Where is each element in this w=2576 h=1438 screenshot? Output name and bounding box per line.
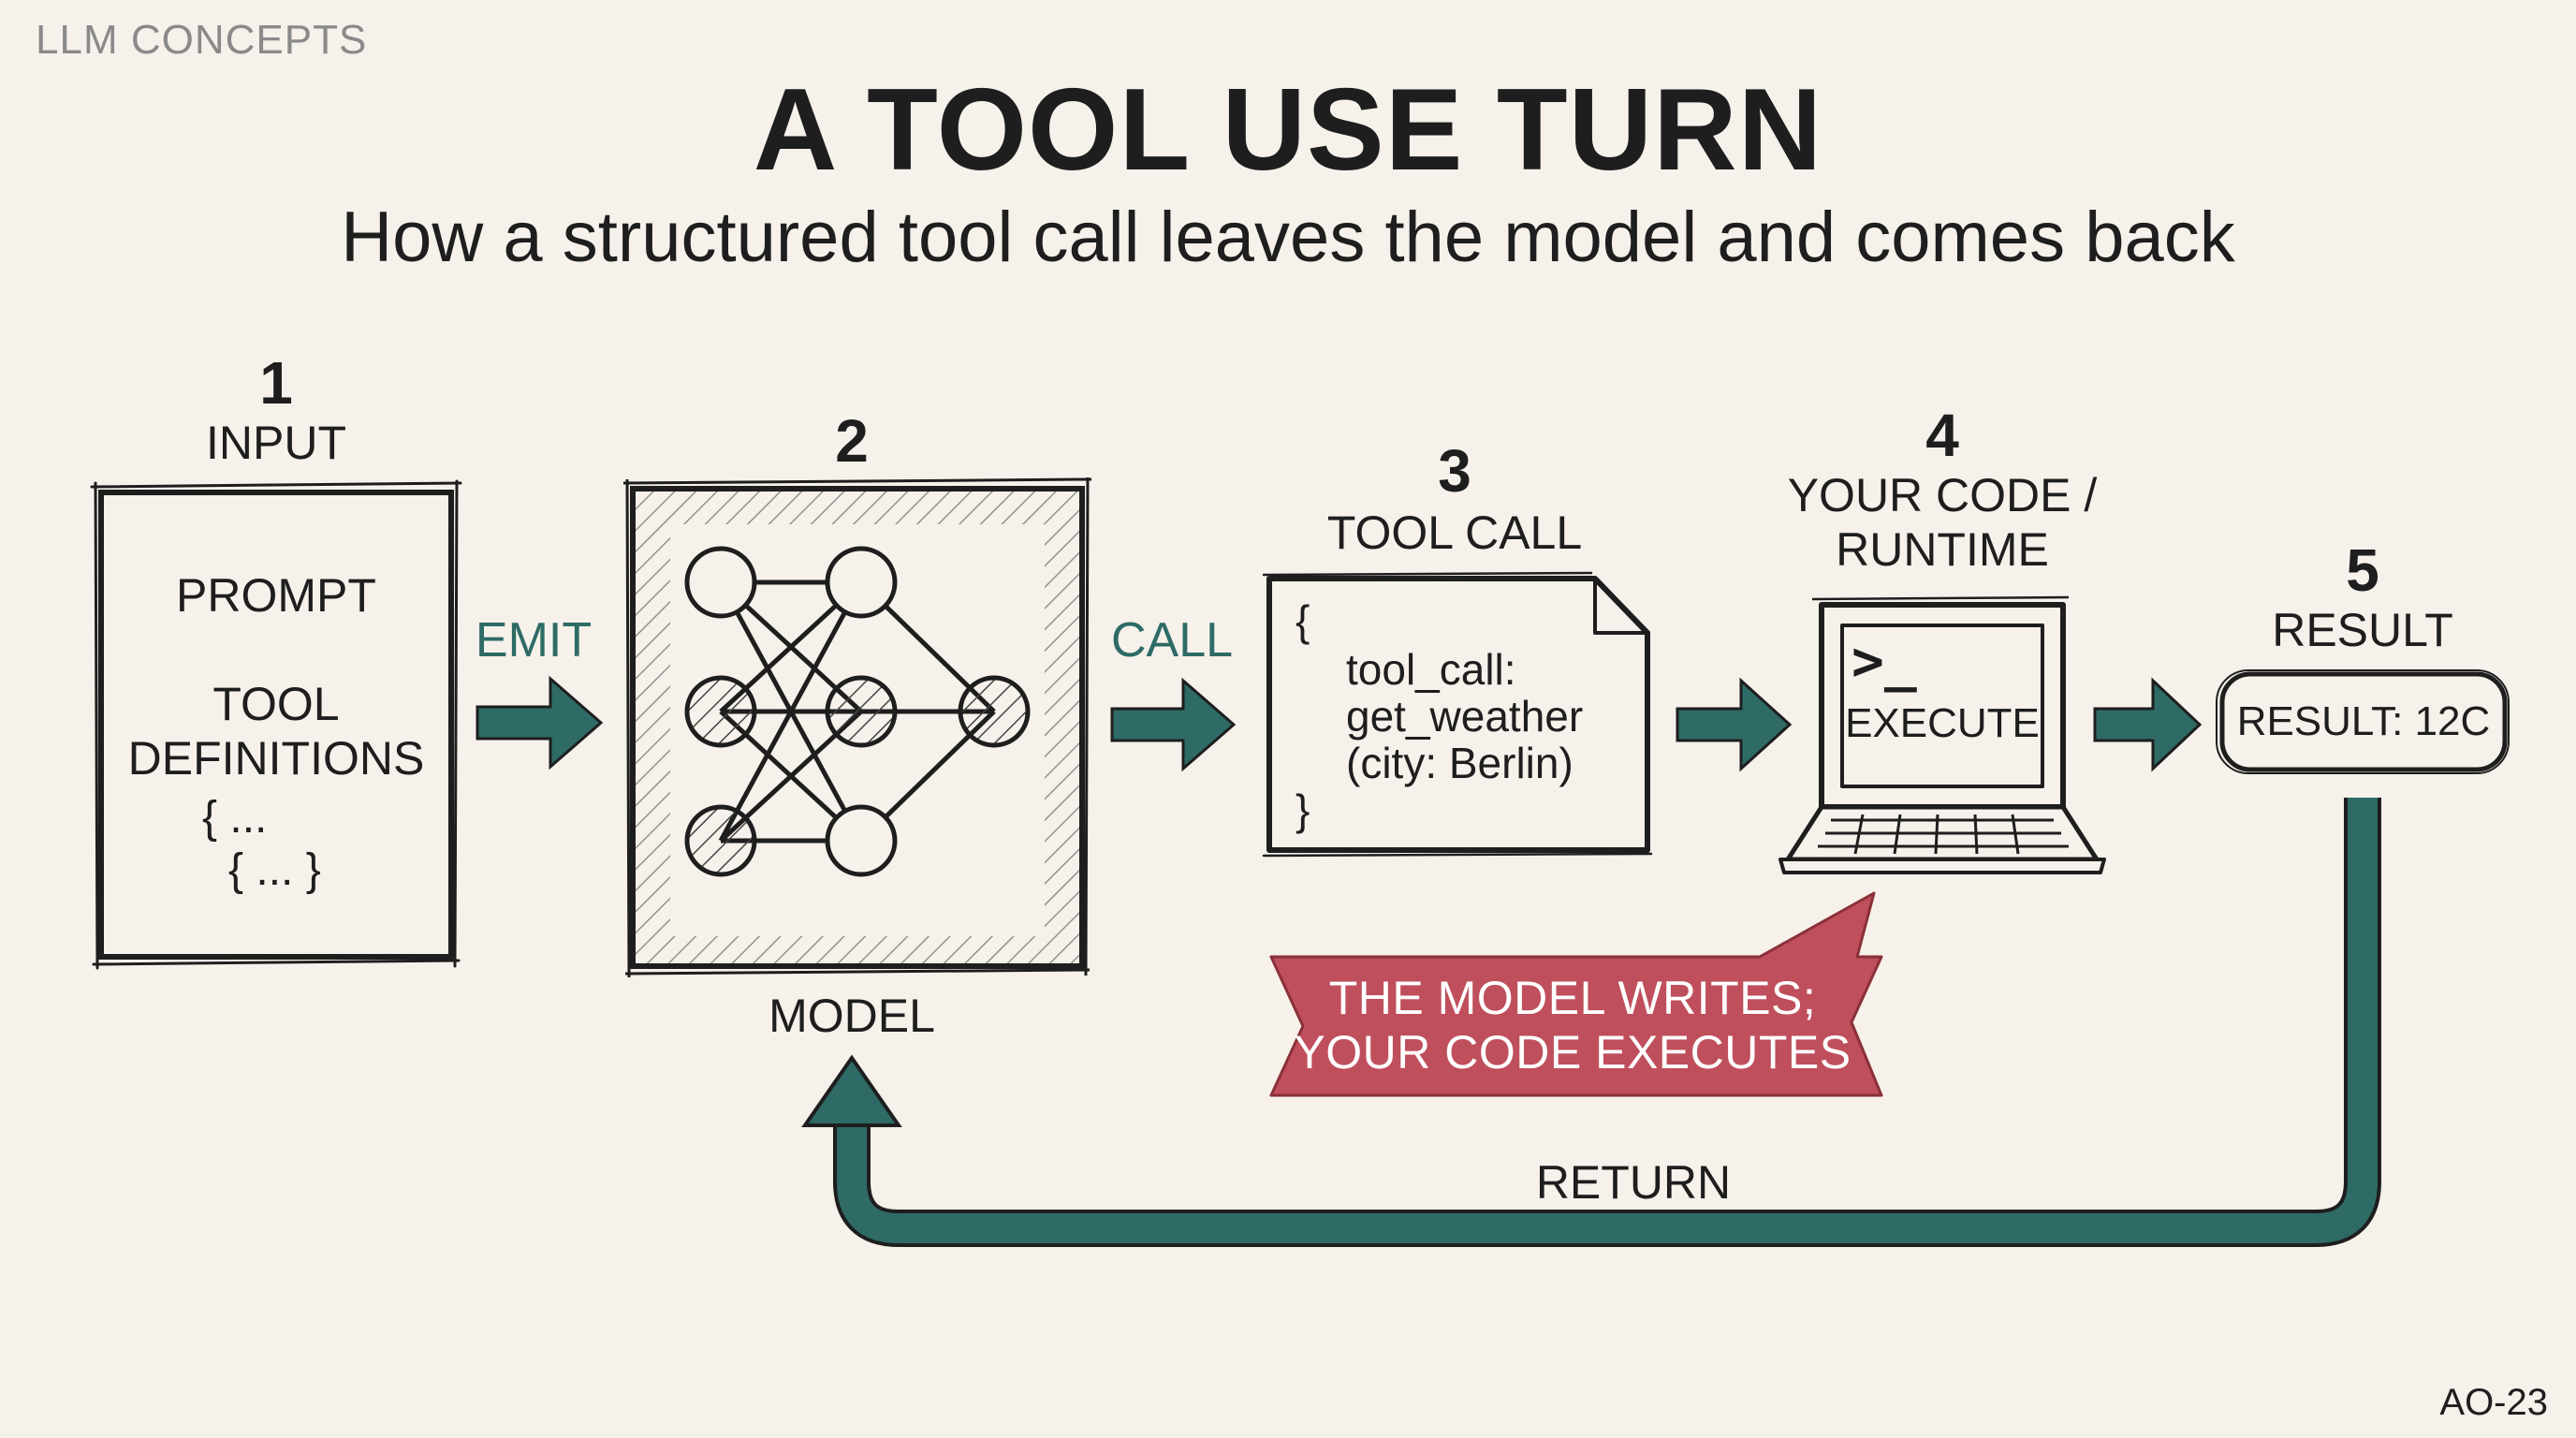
return-arrow	[801, 798, 2381, 1247]
execute-arrow	[1676, 677, 1793, 772]
input-tools-line1: TOOL	[212, 678, 340, 730]
step-1-number: 1	[259, 349, 293, 417]
slide-id: AO-23	[2439, 1382, 2548, 1423]
result-value: RESULT: 12C	[2236, 698, 2491, 744]
step-3-number: 3	[1438, 437, 1471, 505]
banner-line1: THE MODEL WRITES;	[1328, 972, 1817, 1024]
kicker-label: LLM CONCEPTS	[36, 17, 368, 63]
banner-line2: YOUR CODE EXECUTES	[1294, 1026, 1852, 1078]
step-5-number: 5	[2346, 536, 2379, 604]
tool-call-close-brace: }	[1295, 785, 1310, 834]
page-title: A TOOL USE TURN	[753, 66, 1823, 195]
step-2-label: MODEL	[768, 990, 935, 1042]
runtime-screen-text: EXECUTE	[1845, 700, 2040, 746]
tool-call-open-brace: {	[1295, 596, 1310, 645]
tool-call-line3: (city: Berlin)	[1346, 739, 1573, 787]
step-1-label: INPUT	[206, 417, 346, 469]
input-brace-line1: { ...	[202, 793, 268, 843]
page-subtitle: How a structured tool call leaves the mo…	[341, 198, 2235, 277]
result-arrow	[2093, 677, 2203, 772]
return-label: RETURN	[1535, 1156, 1732, 1209]
tool-call-line1: tool_call:	[1346, 645, 1516, 694]
result-pill	[2216, 669, 2510, 774]
input-tools-line2: DEFINITIONS	[127, 732, 425, 785]
input-prompt: PROMPT	[176, 569, 376, 622]
laptop-icon	[1778, 595, 2106, 874]
emit-label: EMIT	[475, 613, 593, 668]
input-box	[90, 479, 462, 970]
document-icon	[1262, 571, 1653, 858]
step-4-label-line2: RUNTIME	[1836, 523, 2049, 576]
emit-arrow	[476, 675, 604, 770]
tool-call-line2: get_weather	[1346, 692, 1584, 741]
step-2-number: 2	[835, 407, 869, 475]
step-4-number: 4	[1925, 402, 1959, 469]
input-brace-line2: { ... }	[228, 845, 321, 895]
step-3-label: TOOL CALL	[1326, 506, 1583, 559]
terminal-prompt-icon: >_	[1852, 629, 1917, 693]
step-5-label: RESULT	[2272, 604, 2453, 656]
neural-network-icon	[684, 546, 1031, 877]
call-label: CALL	[1110, 613, 1234, 668]
step-4-label-line1: YOUR CODE /	[1787, 469, 2098, 521]
callout-banner	[1269, 891, 1883, 1097]
call-arrow	[1110, 677, 1237, 772]
